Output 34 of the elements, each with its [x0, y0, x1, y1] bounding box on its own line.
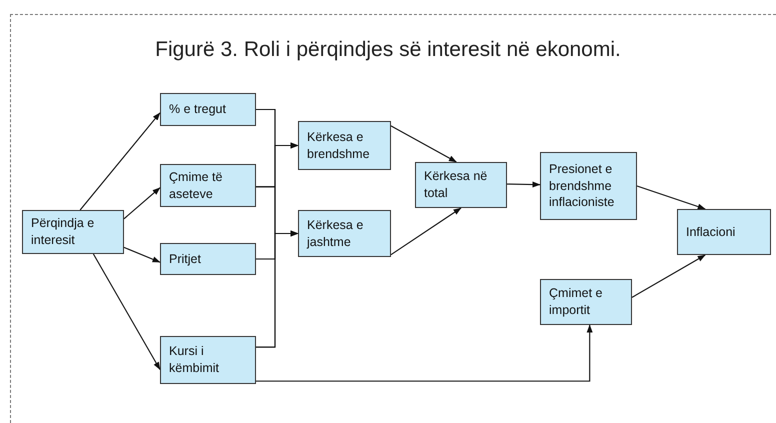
box-label: Kërkesa e jashtme: [307, 216, 364, 250]
arrow: [124, 187, 160, 220]
figure-title: Figurë 3. Roli i përqindjes së interesit në ekonomi.: [154, 38, 622, 62]
box-label: Kursi i këmbimit: [169, 343, 220, 377]
process-box: [415, 162, 507, 208]
process-box: [540, 279, 632, 325]
box-label: Inflacioni: [686, 224, 736, 240]
arrow: [507, 182, 540, 188]
arrow: [632, 254, 706, 298]
arrow: [256, 324, 593, 382]
box-label: Çmimet e importit: [549, 285, 604, 319]
process-box: [160, 93, 256, 126]
process-box: [22, 210, 124, 254]
box-label: Çmime të aseteve: [169, 168, 224, 202]
box-label: % e tregut: [169, 101, 226, 118]
box-label: Përqindja e interesit: [31, 215, 96, 249]
process-box: [677, 209, 771, 255]
process-box: [298, 210, 391, 257]
arrow: [636, 185, 706, 210]
process-box: [160, 164, 256, 207]
process-box: [160, 243, 256, 275]
arrow: [390, 208, 462, 256]
process-box: [540, 152, 637, 220]
arrow: [80, 112, 160, 210]
process-box: [160, 336, 256, 384]
box-label: Kërkesa e brendshme: [307, 128, 371, 162]
arrow: [256, 230, 298, 348]
box-label: Presionet e brendshme inflacioniste: [549, 160, 616, 212]
arrow: [92, 254, 160, 370]
arrow: [124, 246, 160, 263]
arrow: [390, 125, 457, 162]
process-box: [298, 121, 391, 170]
box-label: Pritjet: [169, 250, 201, 268]
box-label: Kërkesa në total: [424, 168, 488, 202]
